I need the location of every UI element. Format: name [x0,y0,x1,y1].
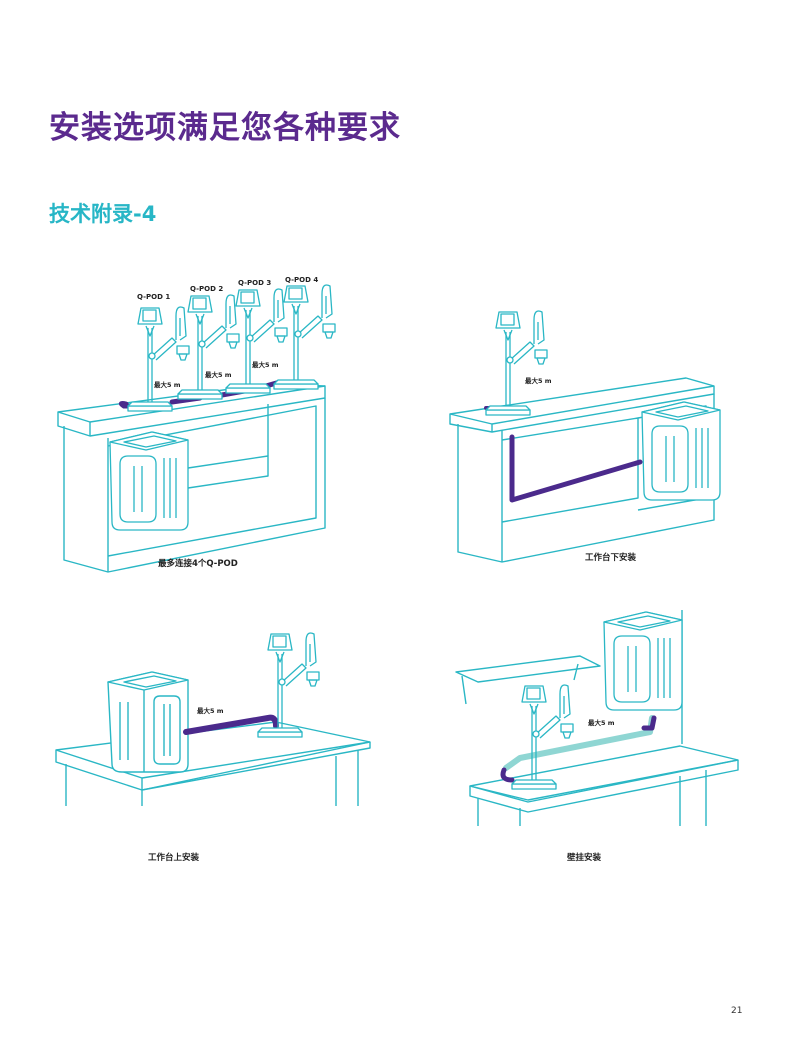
diagram-multi-pod [57,284,336,573]
diagram-on-bench [55,632,371,806]
page-title: 安装选项满足您各种要求 [49,110,401,146]
distance-label-2: 最大5 m [205,370,232,379]
diagram-wall-mount [455,610,739,826]
distance-label-on: 最大5 m [197,706,224,715]
distance-label-1: 最大5 m [154,380,181,389]
diagram-under-bench [449,310,721,563]
distance-label-under: 最大5 m [525,376,552,385]
pod-label-1: Q-POD 1 [137,293,170,301]
page-number: 21 [731,1006,743,1016]
caption-multi-pod: 最多连接4个Q-POD [158,558,238,569]
section-subtitle: 技术附录-4 [49,202,157,226]
distance-label-3: 最大5 m [252,360,279,369]
caption-on-bench: 工作台上安装 [148,852,200,863]
caption-under-bench: 工作台下安装 [585,552,637,563]
pod-label-4: Q-POD 4 [285,276,318,284]
pod-label-2: Q-POD 2 [190,285,223,293]
pod-label-3: Q-POD 3 [238,279,271,287]
caption-wall-mount: 壁挂安装 [567,852,602,863]
distance-label-wall: 最大5 m [588,718,615,727]
